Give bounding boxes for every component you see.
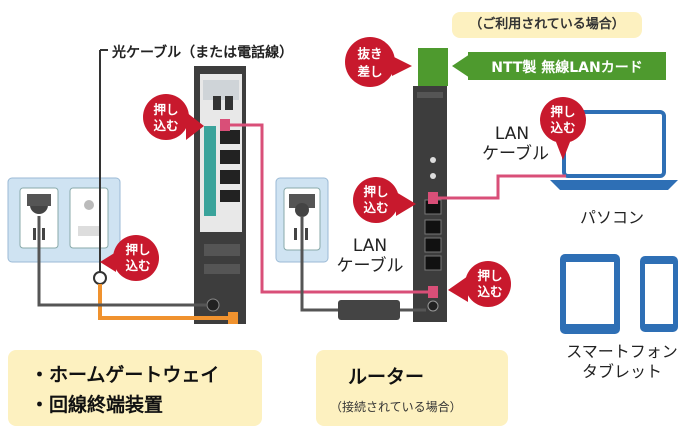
router-note-label: （接続されている場合） <box>330 400 462 414</box>
lan-cable-pc-line2: ケーブル <box>482 144 549 164</box>
wall-outlet-left <box>7 177 121 263</box>
smartphone-tablet-label: スマートフォン タブレット <box>556 342 688 382</box>
svg-text:込む: 込む <box>125 258 150 273</box>
tablet-label: タブレット <box>581 362 662 381</box>
ntt-card-banner: NTT製 無線LANカード <box>452 52 666 80</box>
lan-cable-pc-line1: LAN <box>494 124 530 144</box>
callout-push-router-top: 押し 込む <box>353 177 416 223</box>
lan-cable-gateway-router <box>227 123 433 294</box>
usage-note-label: （ご利用されている場合） <box>469 17 625 32</box>
svg-text:押し: 押し <box>363 184 388 199</box>
optical-cable-orange <box>98 284 232 320</box>
ac-adapter <box>338 300 400 320</box>
callout-unplug-card: 抜き 差し <box>345 37 412 87</box>
callout-push-router-bottom: 押し 込む <box>448 261 511 307</box>
svg-text:押し: 押し <box>125 242 150 257</box>
home-gateway-device <box>194 66 246 324</box>
lan-cable-router-pc <box>433 174 566 200</box>
router-power-cable <box>300 216 340 312</box>
svg-text:込む: 込む <box>550 120 575 135</box>
lan-cable-pc-label: LAN ケーブル <box>482 124 549 164</box>
lan-cable-router-line2: ケーブル <box>336 256 404 276</box>
lan-cable-router-label: LAN ケーブル <box>334 236 406 276</box>
svg-text:込む: 込む <box>363 200 388 215</box>
svg-text:抜き: 抜き <box>357 46 382 61</box>
smartphone-icon <box>640 256 678 332</box>
pc-label: パソコン <box>580 208 645 227</box>
svg-text:NTT製 無線LANカード: NTT製 無線LANカード <box>491 59 642 76</box>
svg-text:差し: 差し <box>356 64 382 79</box>
gateway-label-line2: ・回線終端装置 <box>30 394 164 416</box>
optical-cable-label: 光ケーブル（または電話線） <box>112 45 294 61</box>
lan-cable-router-line1: LAN <box>352 236 388 256</box>
tablet-icon <box>560 254 620 334</box>
svg-text:込む: 込む <box>477 284 502 299</box>
callout-push-outlet: 押し 込む <box>100 235 159 281</box>
optical-cable-connector <box>93 271 107 285</box>
gateway-label-box: ・ホームゲートウェイ ・回線終端装置 <box>8 350 262 426</box>
svg-text:押し: 押し <box>550 104 575 119</box>
lan-plug-gateway <box>220 119 230 131</box>
svg-text:込む: 込む <box>153 118 178 133</box>
callout-push-pc: 押し 込む <box>540 97 586 160</box>
lan-plug-router-top <box>428 192 438 204</box>
usage-note-box: （ご利用されている場合） <box>452 12 642 38</box>
lan-plug-router-bottom <box>428 286 438 298</box>
wireless-lan-card <box>418 48 448 86</box>
callout-push-gateway: 押し 込む <box>143 94 204 140</box>
smartphone-label: スマートフォン <box>566 342 678 361</box>
phone-line-cable <box>37 216 206 307</box>
svg-text:押し: 押し <box>153 102 178 117</box>
gateway-label-line1: ・ホームゲートウェイ <box>30 364 220 386</box>
svg-text:押し: 押し <box>477 268 502 283</box>
router-label: ルーター <box>348 366 425 388</box>
router-label-box: ルーター （接続されている場合） <box>316 350 508 426</box>
optical-plug <box>228 312 238 324</box>
